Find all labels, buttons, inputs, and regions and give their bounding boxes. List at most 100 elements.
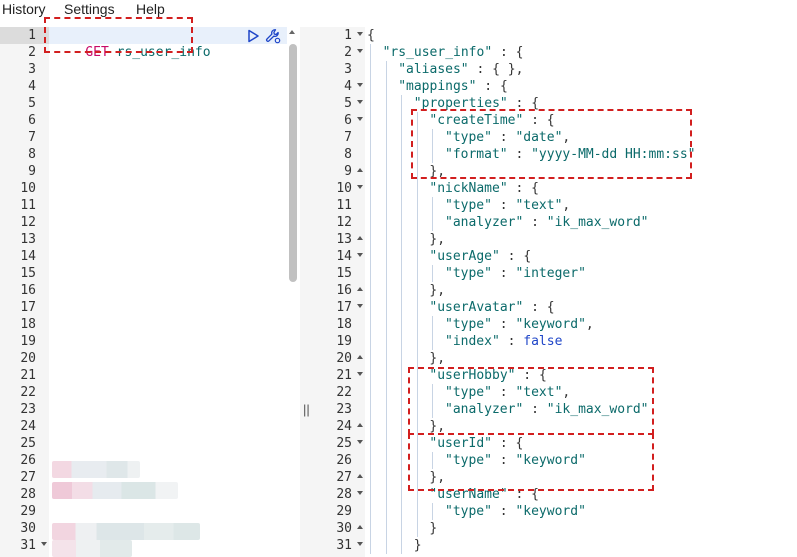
fold-open-icon[interactable] <box>357 304 363 308</box>
response-line-number: 26 <box>313 452 365 469</box>
fold-open-icon[interactable] <box>357 83 363 87</box>
response-line: "type" : "date", <box>445 129 570 146</box>
response-line-number: 31 <box>313 537 365 554</box>
response-line-number: 9 <box>313 163 365 180</box>
line-number: 25 <box>336 436 352 451</box>
line-number: 22 <box>20 385 36 400</box>
response-line-number: 13 <box>313 231 365 248</box>
request-line-number: 30 <box>0 520 49 537</box>
response-line-number: 14 <box>313 248 365 265</box>
fold-open-icon[interactable] <box>357 185 363 189</box>
fold-open-icon[interactable] <box>357 440 363 444</box>
json-token: : { <box>507 181 539 196</box>
fold-close-icon[interactable] <box>357 525 363 529</box>
fold-close-icon[interactable] <box>357 168 363 172</box>
request-line-number: 18 <box>0 316 49 333</box>
line-number: 31 <box>20 538 36 553</box>
request-line-number: 10 <box>0 180 49 197</box>
json-token: : { <box>499 249 532 264</box>
request-line-number: 2 <box>0 44 49 61</box>
response-line: }, <box>429 350 445 367</box>
response-line: "userAvatar" : { <box>429 299 554 316</box>
fold-open-icon[interactable] <box>357 32 363 36</box>
json-token: "type" <box>445 317 492 332</box>
fold-close-icon[interactable] <box>357 474 363 478</box>
json-token: : <box>491 130 516 145</box>
fold-open-icon[interactable] <box>357 491 363 495</box>
run-request-button[interactable] <box>243 27 263 45</box>
menu-settings[interactable]: Settings <box>64 1 115 17</box>
splitter-grip-icon[interactable]: || <box>303 402 310 417</box>
line-number: 5 <box>344 96 352 111</box>
request-path: rs_user_info <box>116 45 211 60</box>
json-token: "text" <box>515 198 563 213</box>
line-number: 16 <box>336 283 352 298</box>
line-number: 7 <box>344 130 352 145</box>
request-line-number: 17 <box>0 299 49 316</box>
line-number: 16 <box>20 283 36 298</box>
json-token: "text" <box>515 385 563 400</box>
line-number: 18 <box>336 317 352 332</box>
menu-history[interactable]: History <box>2 1 46 17</box>
line-number: 17 <box>336 300 352 315</box>
request-active-gutter <box>0 27 49 44</box>
json-token: "format" <box>445 147 508 162</box>
obscured-text <box>52 523 200 540</box>
response-line-number: 6 <box>313 112 365 129</box>
line-number: 30 <box>20 521 36 536</box>
line-number: 26 <box>20 453 36 468</box>
response-line: } <box>414 537 422 554</box>
response-line-number: 7 <box>313 129 365 146</box>
line-number: 27 <box>336 470 352 485</box>
scroll-up-arrow[interactable] <box>289 30 295 34</box>
fold-open-icon[interactable] <box>357 49 363 53</box>
menu-help[interactable]: Help <box>136 1 165 17</box>
line-number: 7 <box>28 130 36 145</box>
fold-close-icon[interactable] <box>357 355 363 359</box>
fold-close-icon[interactable] <box>357 287 363 291</box>
line-number: 15 <box>336 266 352 281</box>
fold-open-icon[interactable] <box>357 100 363 104</box>
response-line-number: 30 <box>313 520 365 537</box>
json-token: : { <box>476 79 508 94</box>
response-line: } <box>429 520 437 537</box>
response-line: "type" : "keyword", <box>445 316 594 333</box>
json-token: : <box>491 317 516 332</box>
json-token: , <box>562 130 571 145</box>
indent-guide <box>432 452 434 469</box>
fold-open-icon[interactable] <box>41 542 47 546</box>
line-number: 12 <box>336 215 352 230</box>
request-line-number: 24 <box>0 418 49 435</box>
fold-close-icon[interactable] <box>357 236 363 240</box>
response-line-number: 4 <box>313 78 365 95</box>
request-scrollbar[interactable] <box>289 44 297 282</box>
json-token: "nickName" <box>429 181 508 196</box>
indent-guide <box>432 197 434 231</box>
menu-bar: History Settings Help <box>0 0 797 18</box>
response-line-number: 15 <box>313 265 365 282</box>
line-number: 8 <box>344 147 352 162</box>
request-line-number: 6 <box>0 112 49 129</box>
indent-guide <box>370 44 371 554</box>
response-line: "type" : "integer" <box>445 265 586 282</box>
fold-open-icon[interactable] <box>357 372 363 376</box>
request-settings-button[interactable] <box>263 27 283 45</box>
line-number: 11 <box>20 198 36 213</box>
indent-guide <box>432 129 434 163</box>
fold-open-icon[interactable] <box>357 542 363 546</box>
indent-guide <box>432 503 434 520</box>
fold-open-icon[interactable] <box>357 117 363 121</box>
fold-close-icon[interactable] <box>357 423 363 427</box>
line-number: 30 <box>336 521 352 536</box>
fold-open-icon[interactable] <box>357 253 363 257</box>
response-line: "userAge" : { <box>429 248 531 265</box>
obscured-text <box>52 461 140 478</box>
request-line-number: 14 <box>0 248 49 265</box>
request-line-number: 13 <box>0 231 49 248</box>
line-number: 19 <box>20 334 36 349</box>
pane-splitter[interactable] <box>300 27 313 557</box>
json-token: : <box>499 334 524 349</box>
request-line-1[interactable]: GET rs_user_info <box>54 27 210 60</box>
